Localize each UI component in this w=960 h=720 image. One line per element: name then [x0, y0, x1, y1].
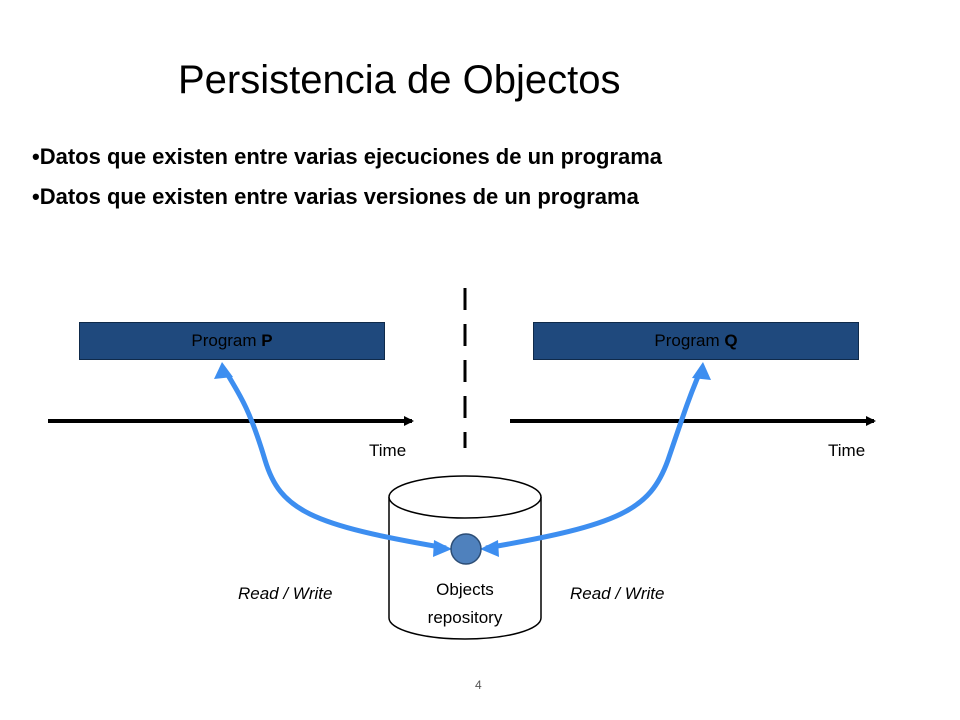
page-number: 4 — [475, 678, 482, 692]
bullet-list: •Datos que existen entre varias ejecucio… — [32, 137, 662, 217]
bullet-item-executions: •Datos que existen entre varias ejecucio… — [32, 144, 663, 169]
read-write-arrow-right — [480, 362, 711, 557]
read-write-label-left: Read / Write — [238, 584, 333, 603]
program-p-prefix: Program — [191, 331, 262, 350]
program-p-box: Program P — [79, 322, 385, 360]
slide-title: Persistencia de Objectos — [178, 58, 621, 102]
time-label-right: Time — [828, 441, 866, 460]
repository-label-line1: Objects — [436, 580, 494, 599]
program-q-box: Program Q — [533, 322, 859, 360]
repository-label-line2: repository — [427, 608, 503, 627]
program-q-name: Q — [724, 331, 738, 350]
repository-cylinder — [388, 475, 542, 640]
repository-label: Objects repository — [389, 576, 541, 632]
bullet-item-versions: •Datos que existen entre varias versione… — [32, 184, 639, 209]
time-label-left: Time — [369, 441, 407, 460]
program-p-name: P — [261, 331, 273, 350]
object-dot — [450, 533, 482, 565]
read-write-arrow-left — [214, 362, 452, 557]
program-q-prefix: Program — [654, 331, 725, 350]
read-write-label-right: Read / Write — [570, 584, 665, 603]
